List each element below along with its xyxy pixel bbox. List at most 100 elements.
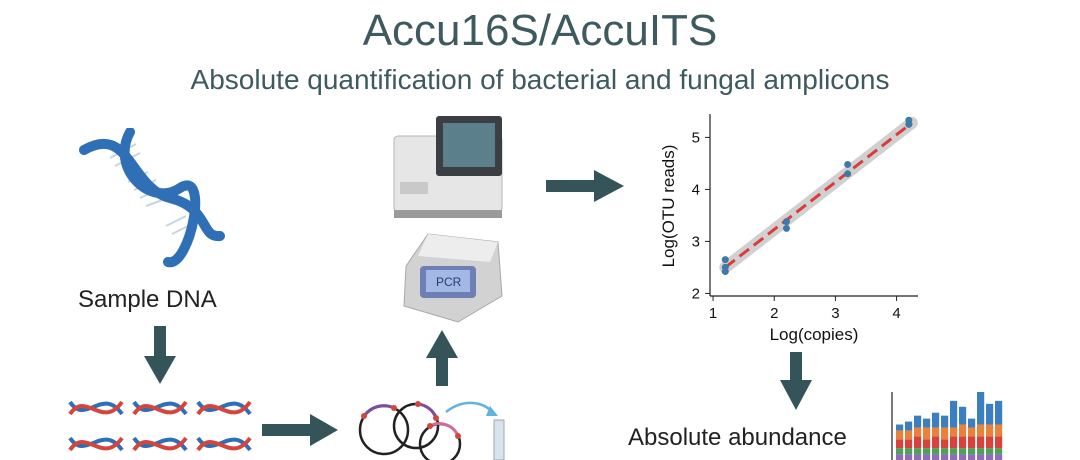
bar-stack xyxy=(932,412,940,460)
bar-stack xyxy=(959,406,967,460)
bar-segment xyxy=(905,430,913,440)
y-tick-label: 2 xyxy=(692,285,700,302)
data-point xyxy=(782,224,790,232)
pipette-tube xyxy=(493,419,505,460)
bar-segment xyxy=(932,436,940,449)
bar-segment xyxy=(896,448,904,455)
sample-dna-label: Sample DNA xyxy=(78,286,217,313)
x-tick-label: 4 xyxy=(892,305,900,322)
bar-segment xyxy=(905,421,913,431)
bar-segment xyxy=(986,448,994,455)
bar-segment xyxy=(959,448,967,455)
absolute-abundance-label: Absolute abundance xyxy=(628,424,847,451)
bar-segment xyxy=(905,439,913,449)
bar-segment xyxy=(968,427,976,437)
bar-segment xyxy=(995,448,1003,455)
y-tick-label: 3 xyxy=(692,233,700,250)
x-tick-label: 3 xyxy=(831,305,839,322)
bar-segment xyxy=(950,400,958,428)
arrow-up-1 xyxy=(426,330,458,386)
page-subtitle: Absolute quantification of bacterial and… xyxy=(190,64,890,95)
bar-segment xyxy=(995,424,1003,437)
arrow-right-2 xyxy=(546,170,624,202)
bar-segment xyxy=(968,418,976,428)
bar-segment xyxy=(896,439,904,449)
pcr-machine-icon: PCR xyxy=(403,233,503,323)
y-axis-label: Log(OTU reads) xyxy=(659,145,678,268)
data-point xyxy=(844,170,852,178)
bar-segment xyxy=(905,454,913,460)
bar-segment xyxy=(923,448,931,455)
bar-stack xyxy=(968,418,976,460)
bar-segment xyxy=(941,415,949,428)
bar-segment xyxy=(968,436,976,449)
bar-segment xyxy=(896,454,904,460)
y-tick-label: 4 xyxy=(692,181,700,198)
fit-line xyxy=(724,121,913,269)
data-point xyxy=(905,120,913,128)
bar-stack xyxy=(896,424,904,460)
bar-segment xyxy=(959,436,967,449)
bar-segment xyxy=(959,454,967,460)
bar-segment xyxy=(914,448,922,455)
bar-stack xyxy=(923,418,931,460)
dna-copy-1 xyxy=(68,400,124,416)
x-tick-label: 2 xyxy=(770,305,778,322)
bar-segment xyxy=(959,406,967,425)
bar-segment xyxy=(986,403,994,425)
bar-segment xyxy=(968,448,976,455)
bar-segment xyxy=(932,412,940,428)
bar-segment xyxy=(959,424,967,437)
bar-stack xyxy=(986,403,994,460)
bar-segment xyxy=(986,454,994,460)
dna-copy-6 xyxy=(196,436,252,452)
pcr-screen-label: PCR xyxy=(436,275,462,289)
bar-segment xyxy=(977,454,985,460)
data-point xyxy=(844,160,852,168)
dna-copy-4 xyxy=(68,436,124,452)
bar-segment xyxy=(914,427,922,437)
bar-segment xyxy=(977,392,985,425)
bar-segment xyxy=(950,448,958,455)
bar-segment xyxy=(995,436,1003,449)
bar-segment xyxy=(941,439,949,449)
bar-segment xyxy=(977,436,985,449)
dna-copy-5 xyxy=(132,436,188,452)
bar-segment xyxy=(896,424,904,431)
bar-segment xyxy=(923,418,931,428)
dna-helix-icon xyxy=(79,128,225,268)
page-title: Accu16S/AccuITS xyxy=(362,6,718,55)
bar-segment xyxy=(896,430,904,440)
bar-segment xyxy=(977,448,985,455)
dna-copies-icon xyxy=(68,400,252,452)
bar-segment xyxy=(941,454,949,460)
bar-segment xyxy=(950,454,958,460)
bar-segment xyxy=(914,436,922,449)
x-tick-label: 1 xyxy=(709,305,717,322)
bar-segment xyxy=(950,427,958,437)
bar-segment xyxy=(914,454,922,460)
x-axis-label: Log(copies) xyxy=(770,325,859,344)
bar-segment xyxy=(977,424,985,437)
y-tick-label: 5 xyxy=(692,129,700,146)
bar-segment xyxy=(968,454,976,460)
bar-segment xyxy=(923,454,931,460)
dna-copy-2 xyxy=(132,400,188,416)
dna-copy-3 xyxy=(196,400,252,416)
bar-segment xyxy=(995,400,1003,425)
bar-segment xyxy=(932,427,940,437)
spike-in-plasmids-icon xyxy=(358,401,505,460)
bar-segment xyxy=(905,448,913,455)
bar-segment xyxy=(914,415,922,428)
bar-segment xyxy=(986,436,994,449)
bar-stack xyxy=(977,392,985,460)
sequencer-icon xyxy=(393,116,503,218)
bar-segment xyxy=(923,427,931,440)
data-point xyxy=(782,218,790,226)
bar-segment xyxy=(932,448,940,455)
bar-segment xyxy=(986,424,994,437)
data-point xyxy=(721,268,729,276)
arrow-right-1 xyxy=(262,414,338,446)
